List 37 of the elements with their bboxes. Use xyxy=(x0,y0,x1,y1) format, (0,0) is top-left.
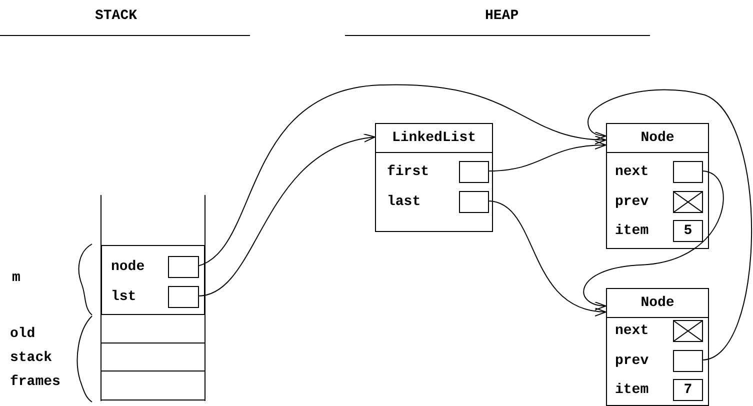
pointer-slot xyxy=(459,161,489,183)
pointer-slot xyxy=(168,256,199,278)
pointer-slot xyxy=(168,286,199,308)
field-name: first xyxy=(387,164,430,180)
class-name: LinkedList xyxy=(376,124,492,153)
field-name: last xyxy=(387,194,421,210)
field-name: prev xyxy=(615,353,649,369)
pointer-arrow xyxy=(583,170,724,310)
pointer-arrow xyxy=(198,134,376,296)
null-pointer-slot xyxy=(673,191,703,213)
class-name: Node xyxy=(607,289,708,318)
field-name: prev xyxy=(615,194,649,210)
value-cell: 7 xyxy=(673,379,703,401)
object-box xyxy=(375,123,493,232)
stack-frame xyxy=(101,245,205,315)
field-name: node xyxy=(111,259,145,275)
null-pointer-slot xyxy=(673,320,703,342)
field-name: item xyxy=(615,382,649,398)
pointer-arrow xyxy=(588,89,752,360)
pointer-arrow xyxy=(488,200,606,316)
pointer-slot xyxy=(673,161,703,183)
frame-label: m xyxy=(12,270,20,286)
object-box xyxy=(606,123,709,249)
field-name: lst xyxy=(111,289,136,305)
field-name: next xyxy=(615,323,649,339)
section-heading: HEAP xyxy=(485,8,519,24)
field-name: next xyxy=(615,164,649,180)
pointer-slot xyxy=(673,350,703,372)
frame-label: old stack frames xyxy=(10,325,62,392)
field-name: item xyxy=(615,223,649,239)
object-box xyxy=(606,288,709,406)
pointer-arrow xyxy=(198,84,606,266)
pointer-arrow xyxy=(488,140,606,172)
section-heading: STACK xyxy=(95,8,138,24)
pointer-slot xyxy=(459,191,489,213)
value-cell: 5 xyxy=(673,220,703,242)
class-name: Node xyxy=(607,124,708,153)
